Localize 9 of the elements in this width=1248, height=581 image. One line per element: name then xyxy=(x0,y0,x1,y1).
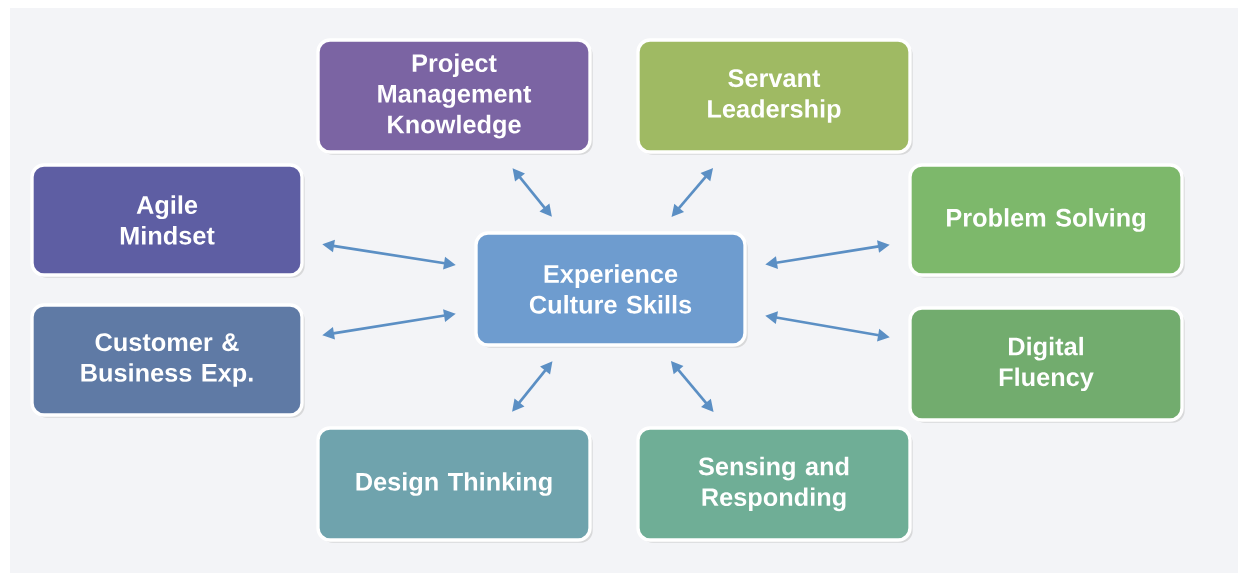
center-box: Experience Culture Skills xyxy=(474,231,748,348)
skill-box: Servant Leadership xyxy=(636,38,913,155)
skill-box: Sensing and Responding xyxy=(636,426,913,543)
skill-box: Customer & Business Exp. xyxy=(30,303,305,418)
skill-box: Design Thinking xyxy=(316,426,593,543)
skill-box: Project Management Knowledge xyxy=(316,38,593,155)
skill-box: Problem Solving xyxy=(908,163,1185,278)
skill-box: Digital Fluency xyxy=(908,306,1185,423)
skill-box: Agile Mindset xyxy=(30,163,305,278)
